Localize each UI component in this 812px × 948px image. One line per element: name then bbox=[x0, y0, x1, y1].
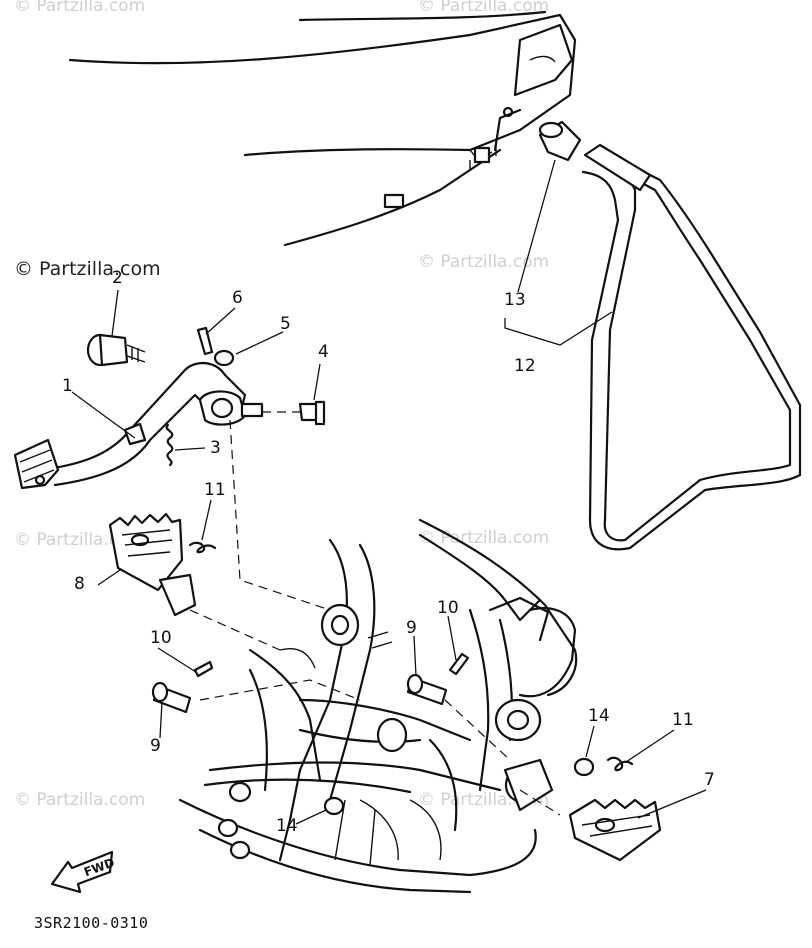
leader-line bbox=[295, 809, 327, 825]
leader-line bbox=[504, 311, 613, 346]
callout-11-right[interactable]: 11 bbox=[672, 710, 694, 730]
leader-line bbox=[447, 615, 457, 661]
callout-10-center[interactable]: 10 bbox=[437, 598, 459, 618]
callout-9-left[interactable]: 9 bbox=[150, 736, 161, 756]
callout-9-center[interactable]: 9 bbox=[406, 618, 417, 638]
callout-6[interactable]: 6 bbox=[232, 288, 243, 308]
leader-line bbox=[174, 447, 206, 451]
leader-line bbox=[413, 635, 417, 677]
callout-13[interactable]: 13 bbox=[504, 290, 526, 310]
leader-line bbox=[71, 391, 136, 439]
pin-center bbox=[406, 652, 470, 706]
callout-14-right[interactable]: 14 bbox=[588, 706, 610, 726]
callout-14-left[interactable]: 14 bbox=[276, 816, 298, 836]
leader-line bbox=[625, 729, 675, 763]
pivot-bolt bbox=[86, 333, 146, 367]
pin-left bbox=[151, 660, 214, 714]
callout-5[interactable]: 5 bbox=[280, 314, 291, 334]
cotter-pin bbox=[196, 326, 214, 356]
alignment-line bbox=[519, 789, 561, 816]
washer-14b bbox=[323, 796, 345, 816]
leader-line bbox=[157, 647, 197, 673]
callout-12[interactable]: 12 bbox=[514, 356, 536, 376]
fwd-arrow bbox=[50, 850, 114, 894]
leader-line bbox=[97, 569, 121, 586]
leader-line bbox=[585, 725, 595, 758]
bolt bbox=[298, 400, 326, 426]
footrest-spring bbox=[188, 541, 217, 554]
rear-fender bbox=[68, 10, 577, 247]
leader-line bbox=[313, 363, 321, 401]
leader-line bbox=[159, 701, 163, 739]
leader-line bbox=[517, 159, 556, 293]
leader-line bbox=[637, 789, 707, 819]
callout-11-left[interactable]: 11 bbox=[204, 480, 226, 500]
callout-2[interactable]: 2 bbox=[112, 268, 123, 288]
washer-14a bbox=[573, 757, 595, 777]
rear-stand bbox=[538, 120, 802, 551]
leader-line bbox=[111, 289, 119, 337]
callout-10-left[interactable]: 10 bbox=[150, 628, 172, 648]
left-footrest bbox=[108, 512, 197, 617]
return-spring bbox=[165, 423, 174, 467]
right-footrest bbox=[503, 758, 662, 862]
washer bbox=[213, 349, 235, 367]
footrest-spring-right bbox=[606, 756, 634, 772]
leader-line bbox=[205, 307, 236, 335]
alignment-line bbox=[189, 609, 281, 651]
leader-line bbox=[235, 331, 284, 355]
diagram-code: 3SR2100-0310 bbox=[34, 914, 149, 932]
callout-1[interactable]: 1 bbox=[62, 376, 73, 396]
callout-3[interactable]: 3 bbox=[210, 438, 221, 458]
brake-pedal bbox=[13, 362, 264, 490]
leader-line bbox=[201, 499, 212, 541]
alignment-line bbox=[199, 679, 361, 701]
alignment-line bbox=[229, 419, 331, 611]
callout-8[interactable]: 8 bbox=[74, 574, 85, 594]
callout-4[interactable]: 4 bbox=[318, 342, 329, 362]
callout-7[interactable]: 7 bbox=[704, 770, 715, 790]
